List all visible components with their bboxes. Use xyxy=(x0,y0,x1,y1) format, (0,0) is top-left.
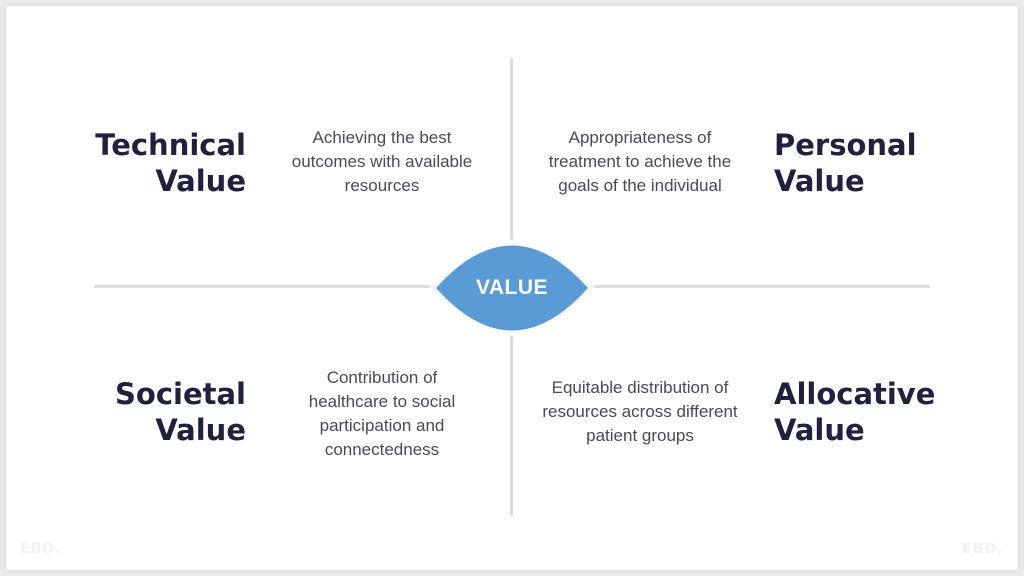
societal-value-title: Societal Value xyxy=(115,377,246,447)
technical-value-title: Technical Value xyxy=(95,128,246,198)
allocative-value-title: Allocative Value xyxy=(774,377,936,447)
personal-value-title: Personal Value xyxy=(774,128,917,198)
horizontal-divider-left xyxy=(94,285,430,288)
value-label: VALUE xyxy=(475,276,549,299)
horizontal-divider-right xyxy=(594,285,930,288)
personal-value-description: Appropriateness of treatment to achieve … xyxy=(548,128,732,195)
watermark-right: EBD. xyxy=(962,541,1004,557)
value-lens-shape xyxy=(436,245,588,331)
watermark-left: EBD. xyxy=(20,541,62,557)
societal-value-description: Contribution of healthcare to social par… xyxy=(308,368,456,459)
allocative-value-description: Equitable distribution of resources acro… xyxy=(542,378,738,445)
value-lens-fill xyxy=(436,245,588,331)
vertical-divider-top xyxy=(510,58,513,240)
vertical-divider-bottom xyxy=(510,336,513,516)
technical-value-description: Achieving the best outcomes with availab… xyxy=(291,128,473,195)
